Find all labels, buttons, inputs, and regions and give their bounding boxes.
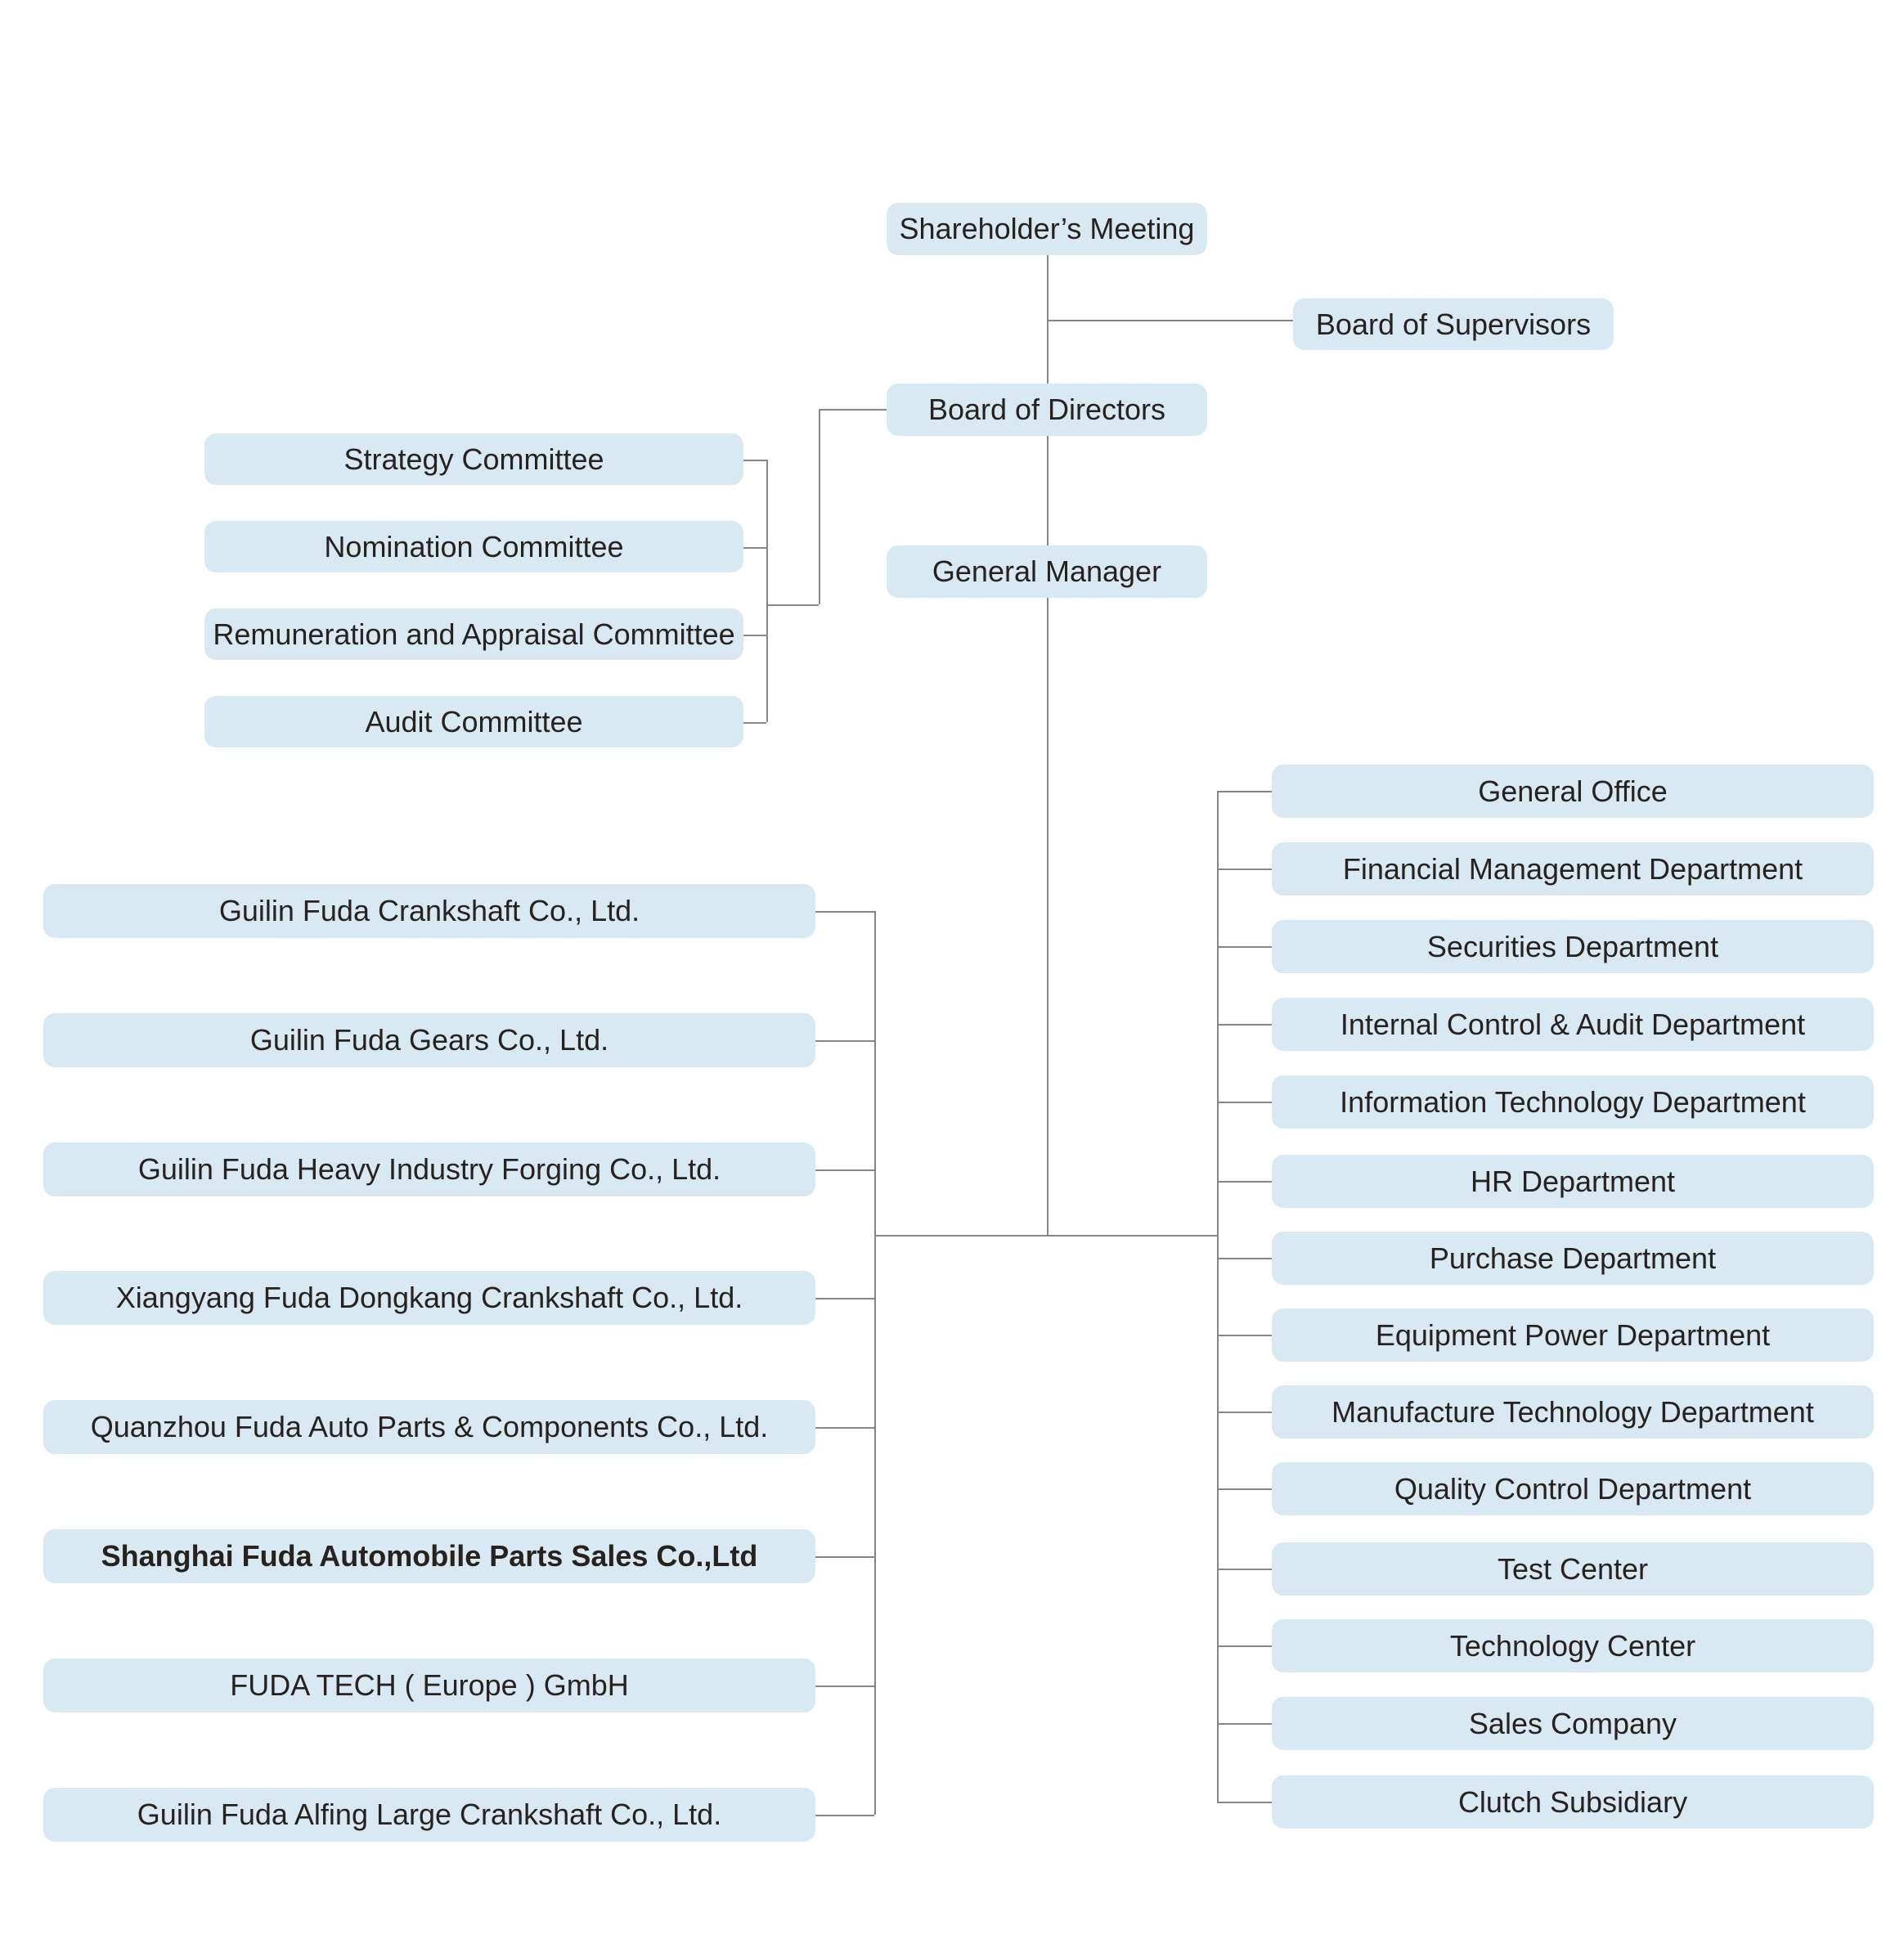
node-department: Internal Control & Audit Department <box>1272 998 1874 1051</box>
connector-department-stub <box>1217 946 1272 948</box>
connector-subsidiary-stub <box>815 1685 874 1687</box>
connector-department-stub <box>1217 791 1272 792</box>
node-subsidiary: Guilin Fuda Gears Co., Ltd. <box>43 1013 815 1067</box>
node-subsidiary: Xiangyang Fuda Dongkang Crankshaft Co., … <box>43 1271 815 1325</box>
node-department: Manufacture Technology Department <box>1272 1385 1874 1439</box>
connector-trunk <box>1047 436 1049 1235</box>
connector-departments-bracket <box>1217 791 1219 1802</box>
node-subsidiary: Guilin Fuda Heavy Industry Forging Co., … <box>43 1142 815 1196</box>
connector-bod-left-drop <box>819 409 820 604</box>
node-department: HR Department <box>1272 1155 1874 1208</box>
connector-subsidiary-stub <box>815 1169 874 1171</box>
connector-department-stub <box>1217 869 1272 870</box>
connector-department-stub <box>1217 1412 1272 1413</box>
node-subsidiary: FUDA TECH ( Europe ) GmbH <box>43 1658 815 1712</box>
node-subsidiary: Quanzhou Fuda Auto Parts & Components Co… <box>43 1400 815 1454</box>
node-department: Information Technology Department <box>1272 1075 1874 1129</box>
node-board-of-supervisors: Board of Supervisors <box>1293 298 1614 350</box>
connector-department-stub <box>1217 1723 1272 1725</box>
connector-subsidiary-stub <box>815 1815 874 1816</box>
connector-department-stub <box>1217 1335 1272 1336</box>
connector-department-stub <box>1217 1258 1272 1259</box>
connector-department-stub <box>1217 1645 1272 1647</box>
node-department: Purchase Department <box>1272 1232 1874 1285</box>
node-shareholders-meeting: Shareholder’s Meeting <box>887 203 1207 255</box>
node-subsidiary: Guilin Fuda Crankshaft Co., Ltd. <box>43 884 815 938</box>
connector-bod-left-arm <box>819 409 887 411</box>
connector-committee-stub <box>743 635 766 636</box>
connector-subsidiary-stub <box>815 1040 874 1042</box>
connector-committee-stub <box>743 460 766 461</box>
node-general-manager: General Manager <box>887 545 1207 598</box>
node-department: General Office <box>1272 765 1874 818</box>
node-committee-nomination: Nomination Committee <box>204 521 743 572</box>
node-department: Quality Control Department <box>1272 1462 1874 1515</box>
connector-department-stub <box>1217 1102 1272 1103</box>
connector-supervisors-branch <box>1047 320 1293 321</box>
connector-subsidiary-stub <box>815 1427 874 1429</box>
connector-subsidiary-stub <box>815 1298 874 1299</box>
connector-committees-bracket <box>766 460 768 722</box>
connector-subsidiary-stub <box>815 1556 874 1558</box>
connector-department-stub <box>1217 1802 1272 1803</box>
connector-department-stub <box>1217 1569 1272 1570</box>
node-department: Equipment Power Department <box>1272 1308 1874 1362</box>
node-department: Technology Center <box>1272 1619 1874 1672</box>
connector-department-stub <box>1217 1488 1272 1490</box>
connector-committee-stub <box>743 722 766 724</box>
connector-department-stub <box>1217 1181 1272 1183</box>
node-department: Clutch Subsidiary <box>1272 1775 1874 1829</box>
node-board-of-directors: Board of Directors <box>887 384 1207 436</box>
connector-main-junction <box>874 1235 1217 1237</box>
connector-subsidiary-stub <box>815 911 874 913</box>
node-department: Sales Company <box>1272 1697 1874 1750</box>
node-committee-strategy: Strategy Committee <box>204 433 743 485</box>
connector-subsidiaries-bracket <box>874 911 876 1815</box>
connector-committee-stub <box>743 547 766 549</box>
node-department: Financial Management Department <box>1272 842 1874 895</box>
connector-shareholders-to-directors <box>1047 255 1049 384</box>
connector-department-stub <box>1217 1024 1272 1026</box>
connector-committees-junction-arm <box>766 604 819 606</box>
node-committee-remuneration: Remuneration and Appraisal Committee <box>204 608 743 660</box>
node-subsidiary: Guilin Fuda Alfing Large Crankshaft Co.,… <box>43 1788 815 1842</box>
node-committee-audit: Audit Committee <box>204 696 743 747</box>
node-department: Test Center <box>1272 1542 1874 1596</box>
node-subsidiary: Shanghai Fuda Automobile Parts Sales Co.… <box>43 1529 815 1583</box>
node-department: Securities Department <box>1272 920 1874 973</box>
